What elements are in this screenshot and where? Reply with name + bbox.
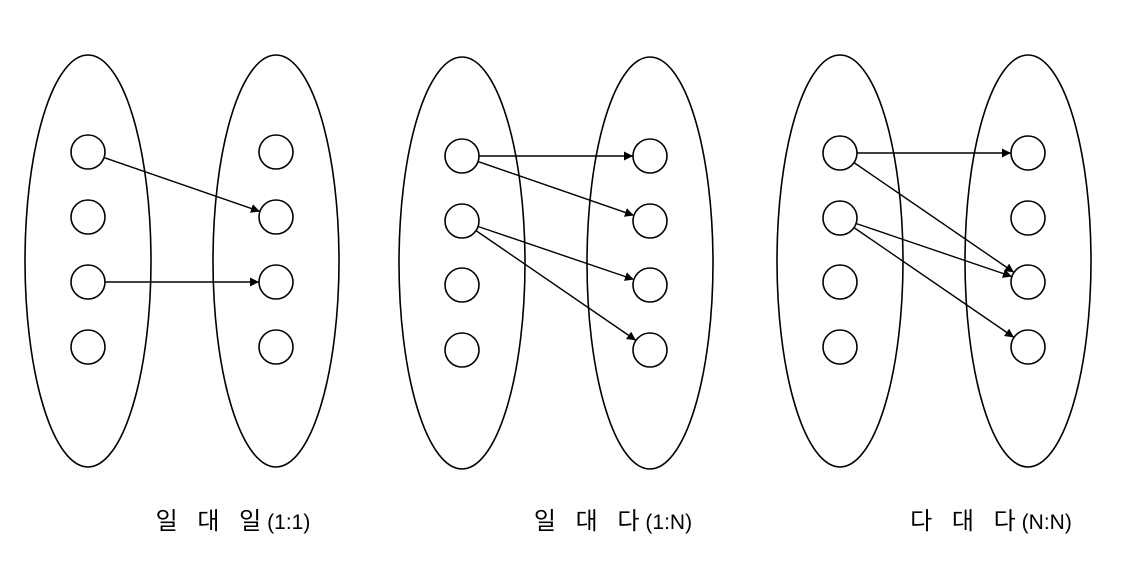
many-to-many-left-node-3 [822, 329, 858, 365]
many-to-many-right-node-0 [1010, 135, 1046, 171]
one-to-one-right-node-1 [258, 199, 294, 235]
caption-korean: 일 대 일 [155, 507, 268, 535]
one-to-many-left-set-ellipse [398, 56, 526, 470]
one-to-one-edge-0 [103, 156, 261, 213]
one-to-many-edge-1 [477, 160, 635, 217]
one-to-one-right-node-3 [258, 329, 294, 365]
many-to-many-left-node-2 [822, 264, 858, 300]
one-to-many-edge-2 [477, 225, 635, 281]
one-to-many-right-node-0 [632, 138, 668, 174]
caption-korean: 다 대 다 [910, 507, 1022, 535]
caption-one-to-many: 일 대 다(1:N) [468, 504, 758, 538]
caption-ratio: (N:N) [1021, 511, 1072, 534]
caption-many-to-many: 다 대 다(N:N) [846, 504, 1122, 538]
caption-one-to-one: 일 대 일(1:1) [88, 504, 378, 538]
caption-korean: 일 대 다 [533, 507, 646, 535]
many-to-many-edge-1 [853, 162, 1015, 273]
many-to-many-edge-3 [853, 227, 1015, 338]
one-to-one-left-set-ellipse [24, 54, 152, 468]
many-to-many-right-node-1 [1010, 200, 1046, 236]
one-to-many-right-node-1 [632, 203, 668, 239]
one-to-many-edge-3 [475, 230, 637, 341]
one-to-one-right-set-ellipse [212, 54, 340, 468]
one-to-many-left-node-3 [444, 332, 480, 368]
one-to-one-left-node-0 [70, 134, 106, 170]
one-to-one-right-node-2 [258, 264, 294, 300]
one-to-one-left-node-3 [70, 329, 106, 365]
one-to-one-left-node-2 [70, 264, 106, 300]
caption-ratio: (1:1) [267, 511, 311, 534]
many-to-many-left-node-1 [822, 200, 858, 236]
many-to-many-right-node-3 [1010, 329, 1046, 365]
many-to-many-right-node-2 [1010, 264, 1046, 300]
many-to-many-right-set-ellipse [964, 54, 1092, 468]
many-to-many-left-set-ellipse [776, 54, 904, 468]
one-to-many-left-node-1 [444, 203, 480, 239]
one-to-one-left-node-1 [70, 199, 106, 235]
one-to-many-right-node-3 [632, 332, 668, 368]
many-to-many-left-node-0 [822, 135, 858, 171]
one-to-many-left-node-0 [444, 138, 480, 174]
caption-ratio: (1:N) [645, 511, 693, 534]
one-to-one-right-node-0 [258, 134, 294, 170]
many-to-many-edge-2 [855, 222, 1013, 278]
one-to-many-left-node-2 [444, 267, 480, 303]
one-to-many-right-set-ellipse [586, 56, 714, 470]
one-to-many-right-node-2 [632, 267, 668, 303]
